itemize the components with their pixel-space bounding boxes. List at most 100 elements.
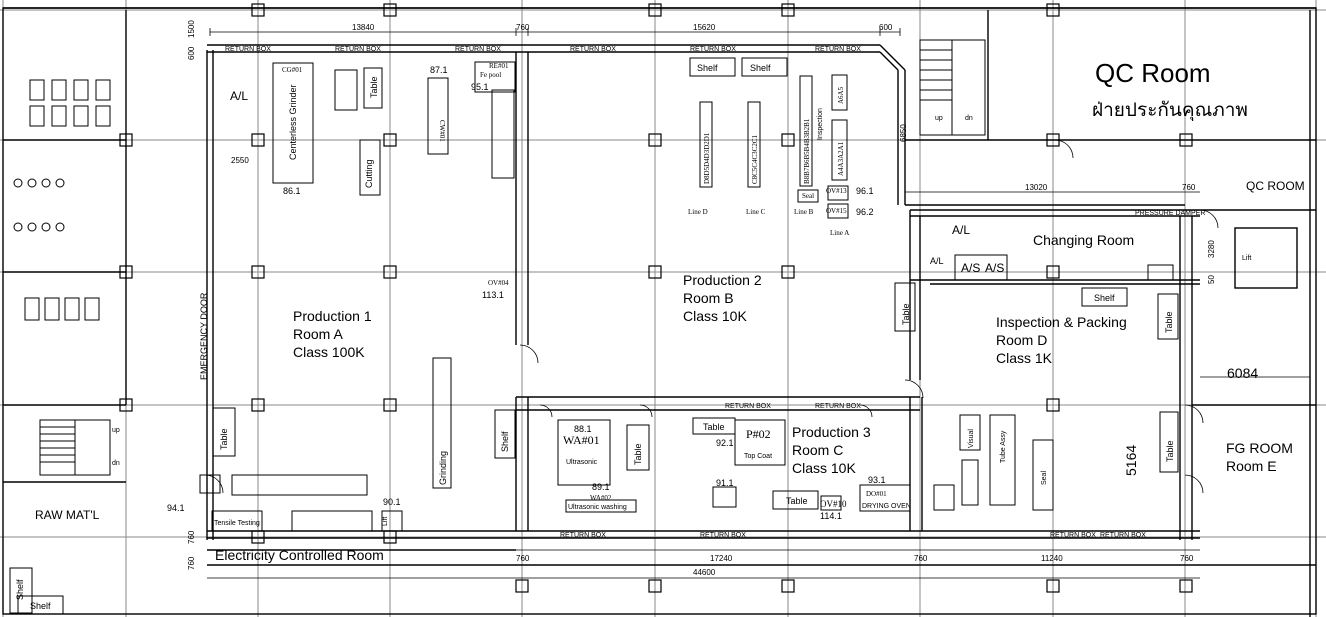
point-88-1: 88.1 — [574, 424, 592, 434]
point-94-1: 94.1 — [167, 503, 185, 513]
dim-760-b1: 760 — [516, 554, 530, 563]
return-box-label: RETURN BOX — [725, 403, 771, 410]
point-92-1: 92.1 — [716, 438, 734, 448]
seal-label: Seal — [1041, 471, 1048, 485]
changing-room-label: Changing Room — [1033, 232, 1134, 248]
table-label: Table — [1165, 440, 1175, 462]
production-1-room: Room A — [293, 326, 343, 342]
stair-left — [39, 419, 111, 476]
toilet-blocks — [13, 79, 111, 321]
table-label: Table — [786, 496, 808, 506]
fe-pool-label: Fe pool — [480, 71, 501, 79]
tube-assy-label: Tube Assy — [1000, 430, 1007, 463]
return-box-ducts: RETURN BOX RETURN BOX RETURN BOX RETURN … — [225, 46, 1205, 539]
centerless-grinder-label: Centerless Grinder — [288, 84, 298, 160]
seal-small-label: Seal — [802, 192, 814, 200]
stair-up-label: up — [935, 115, 943, 122]
line-a-label: Line A — [830, 229, 849, 237]
return-box-label: RETURN BOX — [560, 532, 606, 539]
dim-50: 50 — [1207, 275, 1216, 284]
dim-11240: 11240 — [1041, 554, 1063, 563]
table-label: Table — [369, 76, 379, 98]
dim-3280: 3280 — [1207, 240, 1216, 258]
table-label: Table — [219, 428, 229, 450]
a-codes-bottom: A4A3A2A1 — [837, 141, 845, 176]
production-2-room: Room B — [683, 290, 734, 306]
shelf-label: Shelf — [30, 601, 51, 611]
lift-label: Lift — [382, 517, 389, 526]
stair-right — [919, 39, 986, 136]
return-box-label: RETURN BOX — [700, 532, 746, 539]
dim-760-b2: 760 — [914, 554, 928, 563]
point-87-1: 87.1 — [430, 65, 448, 75]
stair-down-label: dn — [112, 460, 120, 467]
inspection-label-small: Inspection — [817, 108, 824, 140]
fg-room-label: FG ROOM — [1226, 440, 1293, 456]
lift-dispatch-label: Lift — [1242, 255, 1251, 262]
air-shower-label: A/S — [961, 261, 980, 275]
line-d-codes: D8D5D4D3D2D1 — [703, 132, 711, 184]
point-90-1: 90.1 — [383, 497, 401, 507]
visual-label: Visual — [968, 429, 975, 448]
shelf-label: Shelf — [500, 431, 510, 452]
production-2-label: Production 2 — [683, 272, 762, 288]
stair-up-label: up — [112, 427, 120, 434]
dim-760-right: 760 — [1182, 183, 1196, 192]
code-wa01: WA#01 — [563, 433, 600, 447]
code-wa02: WA#02 — [590, 494, 612, 502]
airlock-label: A/L — [930, 256, 944, 266]
dim-6850: 6850 — [899, 124, 908, 142]
raw-material-label: RAW MAT'L — [35, 508, 100, 522]
emergency-door-label: EMERGENCY DOOR — [199, 292, 209, 380]
airlock-label: A/L — [952, 223, 970, 237]
point-91-1: 91.1 — [716, 478, 734, 488]
line-d-label: Line D — [688, 208, 708, 216]
dim-5164: 5164 — [1123, 445, 1139, 476]
a-codes-top: A6A5 — [837, 86, 845, 104]
ultrasonic-label: Ultrasonic — [566, 459, 598, 466]
point-114-1: 114.1 — [820, 511, 842, 521]
dim-2550: 2550 — [231, 156, 249, 165]
dim-760-left-bottom: 760 — [187, 530, 196, 544]
return-box-label: RETURN BOX — [815, 403, 861, 410]
production-3-class: Class 10K — [792, 460, 856, 476]
shelf-label: Shelf — [750, 63, 771, 73]
door-swings — [204, 139, 1219, 494]
production-3-label: Production 3 — [792, 424, 871, 440]
equipment — [9, 57, 1179, 615]
code-ov13: OV#13 — [826, 187, 847, 195]
return-box-label: RETURN BOX — [1050, 532, 1096, 539]
point-89-1: 89.1 — [592, 482, 610, 492]
dim-1500: 1500 — [187, 20, 196, 38]
table-label: Table — [703, 422, 725, 432]
dimension-lines — [207, 28, 1310, 579]
code-ov15: OV#15 — [826, 207, 847, 215]
shelf-label: Shelf — [697, 63, 718, 73]
point-95-1: 95.1 — [471, 82, 489, 92]
production-1-class: Class 100K — [293, 344, 365, 360]
code-cw01: CW#01 — [438, 120, 446, 142]
table-label: Table — [633, 443, 643, 465]
production-3-room: Room C — [792, 442, 843, 458]
inspection-room: Room D — [996, 332, 1047, 348]
pressure-damper-label: PRESSURE DAMPER — [1135, 210, 1205, 217]
dim-13020: 13020 — [1025, 183, 1048, 192]
line-c-codes: C8C5C4C3C2C1 — [751, 134, 759, 184]
dim-6084: 6084 — [1227, 365, 1258, 381]
shelf-label: Shelf — [1094, 293, 1115, 303]
table-label: Table — [1164, 311, 1174, 333]
code-cg01: CG#01 — [282, 66, 303, 74]
code-ov10: OV#10 — [820, 499, 847, 509]
return-box-label: RETURN BOX — [690, 46, 736, 53]
dim-17240: 17240 — [710, 554, 733, 563]
production-1-label: Production 1 — [293, 308, 372, 324]
return-box-label: RETURN BOX — [815, 46, 861, 53]
code-re01: RE#01 — [489, 62, 509, 70]
return-box-label: RETURN BOX — [335, 46, 381, 53]
code-ov04: OV#04 — [488, 279, 509, 287]
return-box-label: RETURN BOX — [1100, 532, 1146, 539]
dim-13840: 13840 — [352, 23, 375, 32]
qc-room-small-label: QC ROOM — [1246, 179, 1305, 193]
line-b-codes: B8B7B6B5B4B3B2B1 — [803, 118, 811, 184]
